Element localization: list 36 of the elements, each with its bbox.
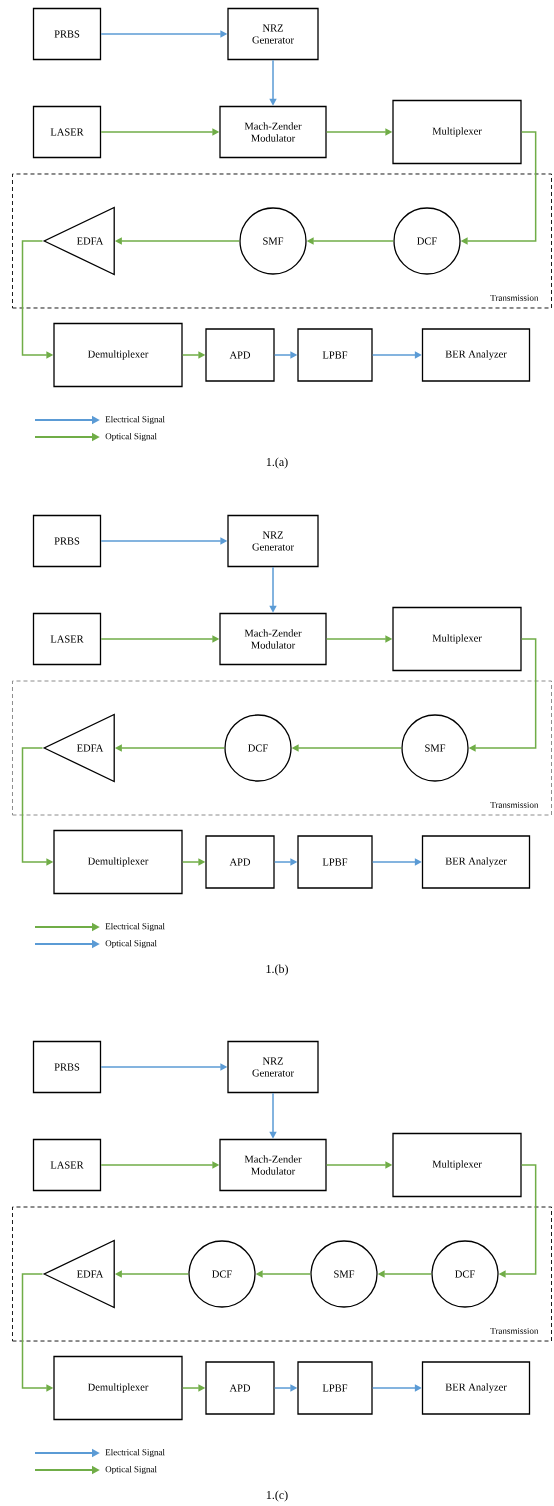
- process-box: APD: [205, 328, 275, 382]
- figure-label: 1.(c): [266, 1490, 288, 1502]
- process-box: Multiplexer: [392, 1132, 522, 1198]
- legend-text: Electrical Signal: [105, 922, 165, 932]
- process-box: Mach-Zender Modulator: [219, 1138, 327, 1192]
- process-box: LASER: [32, 105, 102, 159]
- process-box: Demultiplexer: [53, 829, 183, 895]
- process-box: NRZ Generator: [227, 514, 319, 568]
- process-box: Mach-Zender Modulator: [219, 105, 327, 159]
- process-box: Multiplexer: [392, 606, 522, 672]
- process-box: PRBS: [32, 1040, 102, 1094]
- legend-text: Optical Signal: [105, 432, 157, 442]
- legend-text: Electrical Signal: [105, 415, 165, 425]
- process-box: LPBF: [297, 1361, 373, 1415]
- process-box: BER Analyzer: [421, 1361, 531, 1415]
- process-box: LASER: [32, 612, 102, 666]
- legend-text: Electrical Signal: [105, 1448, 165, 1458]
- process-box: APD: [205, 1361, 275, 1415]
- process-box: PRBS: [32, 514, 102, 568]
- process-box: Mach-Zender Modulator: [219, 612, 327, 666]
- process-box: Multiplexer: [392, 99, 522, 165]
- process-box: NRZ Generator: [227, 7, 319, 61]
- process-box: APD: [205, 835, 275, 889]
- process-box: Demultiplexer: [53, 322, 183, 388]
- process-box: LPBF: [297, 328, 373, 382]
- process-box: BER Analyzer: [421, 835, 531, 889]
- figure-label: 1.(a): [266, 457, 288, 469]
- process-box: NRZ Generator: [227, 1040, 319, 1094]
- legend-text: Optical Signal: [105, 1465, 157, 1475]
- process-box: LPBF: [297, 835, 373, 889]
- figure-label: 1.(b): [266, 964, 288, 976]
- legend-text: Optical Signal: [105, 939, 157, 949]
- process-box: PRBS: [32, 7, 102, 61]
- process-box: Demultiplexer: [53, 1355, 183, 1421]
- process-box: BER Analyzer: [421, 328, 531, 382]
- process-box: LASER: [32, 1138, 102, 1192]
